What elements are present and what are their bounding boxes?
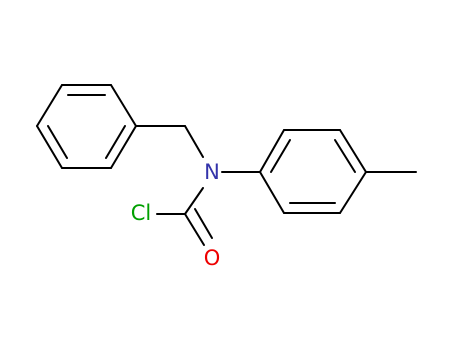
atom-oxygen-label: O bbox=[204, 246, 221, 270]
bond-tolyl-ring-inner-1 bbox=[270, 139, 291, 173]
bond-tolyl-ring-1 bbox=[259, 129, 285, 173]
bond-ch2-nitrogen bbox=[184, 125, 204, 158]
bond-carbonyl-oxygen-1 bbox=[184, 213, 205, 246]
bond-benzyl-ring-6 bbox=[36, 84, 63, 127]
bond-benzyl-ring-inner-2 bbox=[105, 125, 126, 159]
bond-nitrogen-carbonyl bbox=[184, 187, 204, 215]
bond-carbonyl-oxygen-2 bbox=[194, 208, 213, 239]
benzyl-ring bbox=[36, 84, 137, 169]
bond-benzyl-ring-5 bbox=[36, 125, 63, 169]
bond-benzyl-ring-2 bbox=[110, 84, 137, 127]
bond-tolyl-ring-inner-2 bbox=[334, 139, 356, 173]
atom-chlorine-label: Cl bbox=[131, 201, 152, 225]
bond-tolyl-ring-3 bbox=[339, 129, 367, 173]
bond-tolyl-ring-4 bbox=[339, 171, 367, 214]
bond-benzyl-ring-3 bbox=[110, 125, 137, 169]
tolyl-ring bbox=[259, 129, 367, 214]
bond-tolyl-ring-6 bbox=[259, 171, 285, 214]
atom-nitrogen-label: N bbox=[204, 160, 220, 184]
bond-benzyl-ring-inner-3 bbox=[47, 125, 68, 159]
